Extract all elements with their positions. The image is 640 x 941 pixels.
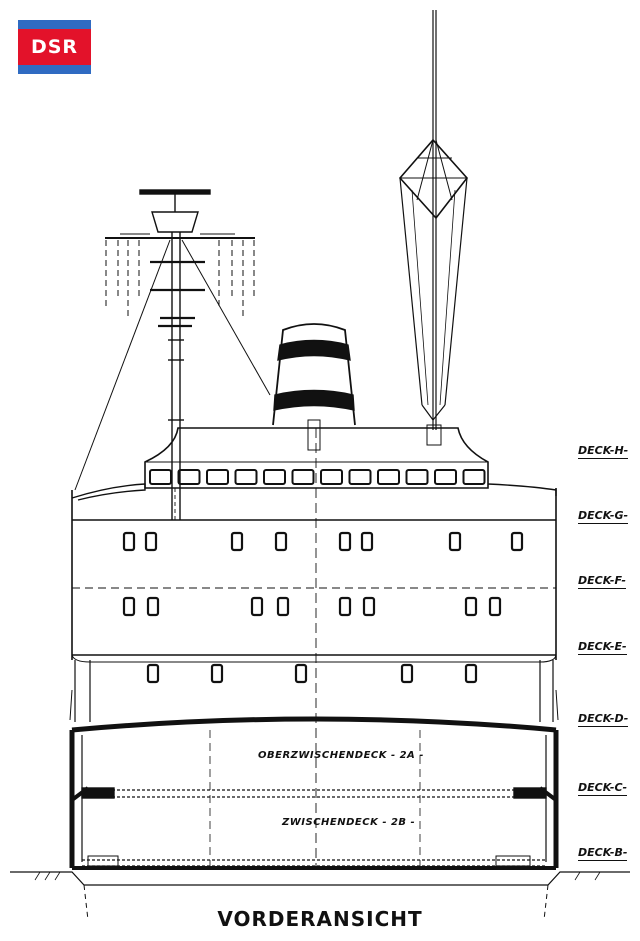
porthole xyxy=(448,531,462,552)
porthole xyxy=(360,531,374,552)
bridge-window xyxy=(149,469,172,485)
bridge-wing-port xyxy=(71,483,146,501)
bridge-window xyxy=(462,469,486,485)
porthole xyxy=(122,596,136,617)
bridge-window xyxy=(377,469,400,485)
portholes xyxy=(122,531,524,684)
porthole xyxy=(276,596,290,617)
porthole xyxy=(230,531,244,552)
bridge-window xyxy=(405,469,429,485)
porthole xyxy=(464,663,478,684)
logo-text: DSR xyxy=(30,36,79,58)
main-hull xyxy=(10,716,630,921)
porthole xyxy=(338,596,352,617)
bridge-house xyxy=(144,427,489,489)
deck-label-h: DECK-H- xyxy=(578,444,629,459)
deck-label-b: DECK-B- xyxy=(578,846,628,861)
deck-label-d: DECK-D- xyxy=(578,712,629,727)
porthole xyxy=(274,531,288,552)
hold-label-2a: OBERZWISCHENDECK - 2A - xyxy=(258,750,424,761)
radar-mast xyxy=(74,189,271,520)
porthole xyxy=(294,663,308,684)
deck-label-e: DECK-E- xyxy=(578,640,627,655)
radar-platform xyxy=(151,211,199,233)
signal-halyards xyxy=(105,240,255,320)
foremast-derrick xyxy=(398,10,469,446)
porthole xyxy=(488,596,502,617)
porthole xyxy=(210,663,224,684)
hold-label-2b: ZWISCHENDECK - 2B - xyxy=(282,817,416,828)
bridge-window xyxy=(434,469,457,485)
porthole xyxy=(146,596,160,617)
porthole xyxy=(510,531,524,552)
porthole xyxy=(250,596,264,617)
logo-red-band xyxy=(18,29,91,65)
hull-outline xyxy=(69,428,559,868)
deck-label-c: DECK-C- xyxy=(578,781,628,796)
porthole xyxy=(122,531,136,552)
bridge-window xyxy=(320,469,343,485)
mast-yard-fittings xyxy=(150,260,205,328)
porthole xyxy=(400,663,414,684)
porthole xyxy=(144,531,158,552)
bridge-window xyxy=(234,469,258,485)
bridge-window xyxy=(348,469,372,485)
mast-stay-left xyxy=(74,239,171,491)
porthole xyxy=(362,596,376,617)
bridge-window xyxy=(263,469,286,485)
radar-antenna-bar xyxy=(139,189,211,195)
dsr-logo: DSR xyxy=(18,20,91,74)
porthole xyxy=(464,596,478,617)
deck-label-f: DECK-F- xyxy=(578,574,626,589)
bridge-window xyxy=(291,469,315,485)
mast-stay-right xyxy=(181,239,271,396)
bridge-window xyxy=(177,469,201,485)
bridge-windows xyxy=(149,469,486,485)
bridge-window xyxy=(206,469,229,485)
deck-label-g: DECK-G- xyxy=(578,509,629,524)
drawing-title: VORDERANSICHT xyxy=(217,907,423,931)
bridge-wing-starboard xyxy=(487,483,557,496)
porthole xyxy=(338,531,352,552)
porthole xyxy=(146,663,160,684)
funnel xyxy=(272,323,356,451)
